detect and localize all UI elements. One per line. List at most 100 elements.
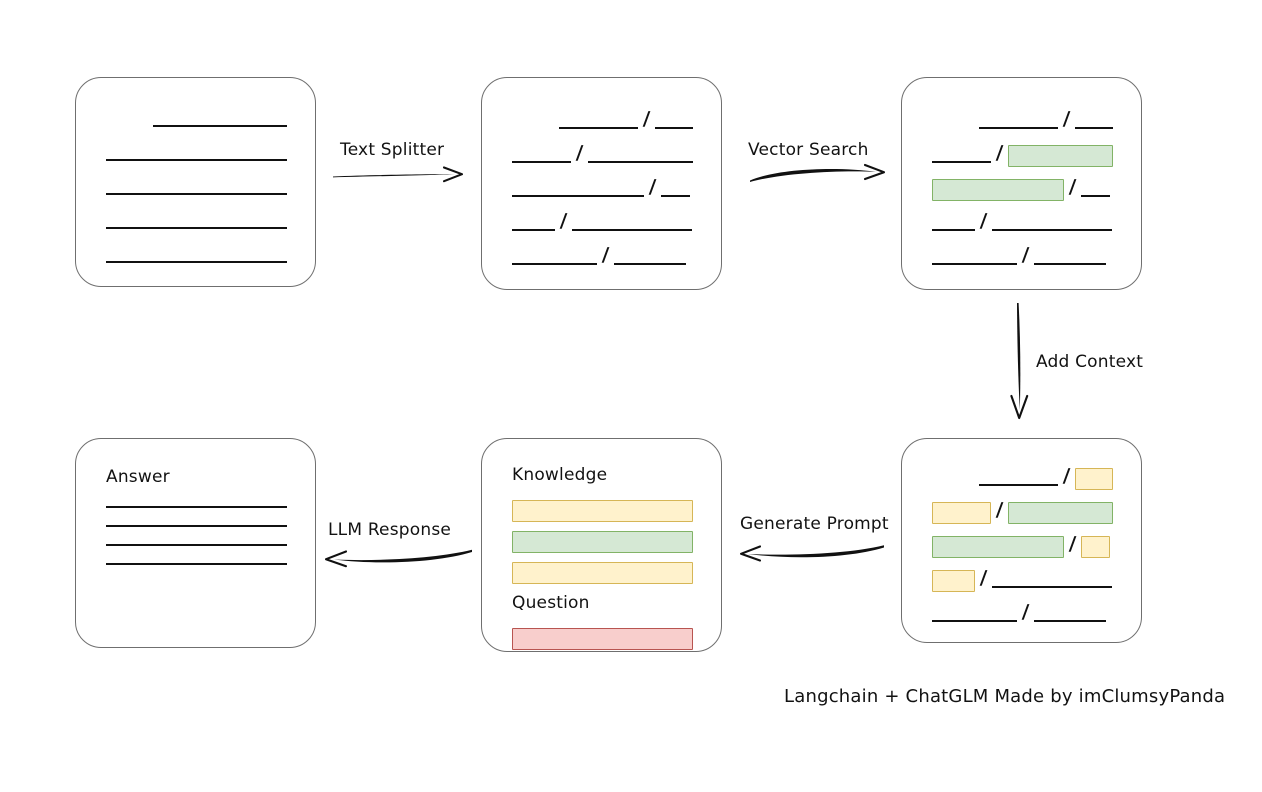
node-answer[interactable]: Answer	[75, 438, 316, 648]
line-separator-slash: /	[979, 209, 988, 232]
text-line-segment	[512, 194, 645, 197]
highlight-chip-yellow	[932, 501, 992, 524]
line-separator-slash: /	[1021, 243, 1030, 266]
line-separator-slash: /	[642, 107, 651, 130]
split-document-body: / / / / /	[482, 78, 721, 289]
arrow-down-add-context	[1010, 303, 1029, 420]
text-line-segment	[1081, 194, 1111, 197]
line-separator-slash: /	[559, 209, 568, 232]
document-line: /	[932, 560, 1113, 594]
text-line-segment	[512, 160, 572, 163]
answer-body: Answer	[76, 439, 315, 647]
line-separator-slash: /	[1062, 107, 1071, 130]
source-document-body	[76, 78, 315, 286]
node-context-document[interactable]: /////	[901, 438, 1142, 643]
document-line: /	[512, 169, 693, 203]
knowledge-bar-yellow	[512, 562, 693, 584]
document-line: /	[932, 492, 1113, 526]
text-line-segment	[979, 483, 1059, 486]
document-line: /	[932, 135, 1113, 169]
text-line-segment	[588, 160, 693, 163]
text-line-segment	[106, 193, 287, 195]
document-line	[106, 133, 287, 167]
document-line: /	[512, 135, 693, 169]
document-line: /	[512, 101, 693, 135]
text-line-segment	[106, 227, 287, 229]
edge-add-context: Add Context	[1000, 300, 1160, 422]
highlight-chip-green	[1008, 501, 1113, 524]
question-bar-red	[512, 628, 693, 650]
edge-generate-prompt: Generate Prompt	[736, 514, 889, 564]
text-line-segment	[979, 126, 1059, 129]
answer-text-line	[106, 525, 287, 527]
highlight-chip-yellow	[1081, 535, 1111, 558]
node-source-document[interactable]	[75, 77, 316, 287]
knowledge-bar-yellow	[512, 500, 693, 522]
document-line: /	[512, 237, 693, 271]
line-separator-slash: /	[1068, 175, 1077, 198]
text-line-segment	[661, 194, 691, 197]
node-split-document[interactable]: / / / / /	[481, 77, 722, 290]
answer-text-line	[106, 563, 287, 565]
line-separator-slash: /	[995, 141, 1005, 164]
arrow-right-text-splitter	[333, 166, 464, 183]
highlight-chip-green	[1008, 144, 1113, 167]
text-line-segment	[932, 262, 1018, 265]
highlight-chip-yellow	[932, 569, 976, 592]
node-prompt[interactable]: Knowledge Question	[481, 438, 722, 652]
line-separator-slash: /	[648, 175, 657, 198]
document-line: /	[932, 458, 1113, 492]
text-line-segment	[932, 160, 992, 163]
text-line-segment	[559, 126, 639, 129]
text-line-segment	[1034, 619, 1107, 622]
arrow-right-vector-search	[750, 163, 886, 182]
highlight-chip-green	[932, 535, 1065, 558]
question-label: Question	[512, 593, 590, 613]
line-separator-slash: /	[601, 243, 610, 266]
edge-label-text-splitter: Text Splitter	[340, 140, 445, 160]
node-matched-document[interactable]: / / / / /	[901, 77, 1142, 290]
edge-label-add-context: Add Context	[1036, 352, 1144, 372]
answer-lines	[106, 493, 287, 582]
text-line-segment	[932, 228, 976, 231]
document-line	[106, 167, 287, 201]
question-bars	[512, 619, 693, 659]
edge-vector-search: Vector Search	[748, 140, 888, 188]
knowledge-bar-green	[512, 531, 693, 553]
answer-label: Answer	[106, 467, 170, 487]
line-separator-slash: /	[575, 141, 585, 164]
answer-text-line	[106, 544, 287, 546]
text-line-segment	[106, 261, 287, 263]
document-line: /	[932, 101, 1113, 135]
text-line-segment	[932, 619, 1018, 622]
arrow-left-llm-response	[324, 549, 472, 568]
text-line-segment	[572, 228, 692, 231]
line-separator-slash: /	[1021, 600, 1030, 623]
text-line-segment	[1075, 126, 1113, 129]
document-line	[106, 201, 287, 235]
prompt-body: Knowledge Question	[482, 439, 721, 651]
diagram-caption: Langchain + ChatGLM Made by imClumsyPand…	[784, 686, 1226, 707]
edge-text-splitter: Text Splitter	[332, 140, 466, 188]
text-line-segment	[655, 126, 693, 129]
document-line: /	[932, 203, 1113, 237]
text-line-segment	[614, 262, 687, 265]
document-line	[106, 99, 287, 133]
edge-llm-response: LLM Response	[320, 520, 475, 570]
answer-text-line	[106, 506, 287, 508]
edge-label-generate-prompt: Generate Prompt	[740, 514, 889, 534]
text-line-segment	[1034, 262, 1107, 265]
edge-label-llm-response: LLM Response	[328, 520, 452, 540]
text-line-segment	[106, 159, 287, 161]
arrow-left-generate-prompt	[739, 545, 884, 562]
matched-document-body: / / / / /	[902, 78, 1141, 289]
document-line	[106, 235, 287, 269]
text-line-segment	[512, 228, 556, 231]
document-line: /	[932, 526, 1113, 560]
context-document-body: /////	[902, 439, 1141, 642]
knowledge-bars	[512, 491, 693, 593]
line-separator-slash: /	[979, 566, 988, 589]
highlight-chip-green	[932, 178, 1065, 201]
highlight-chip-yellow	[1075, 467, 1113, 490]
document-line: /	[932, 237, 1113, 271]
